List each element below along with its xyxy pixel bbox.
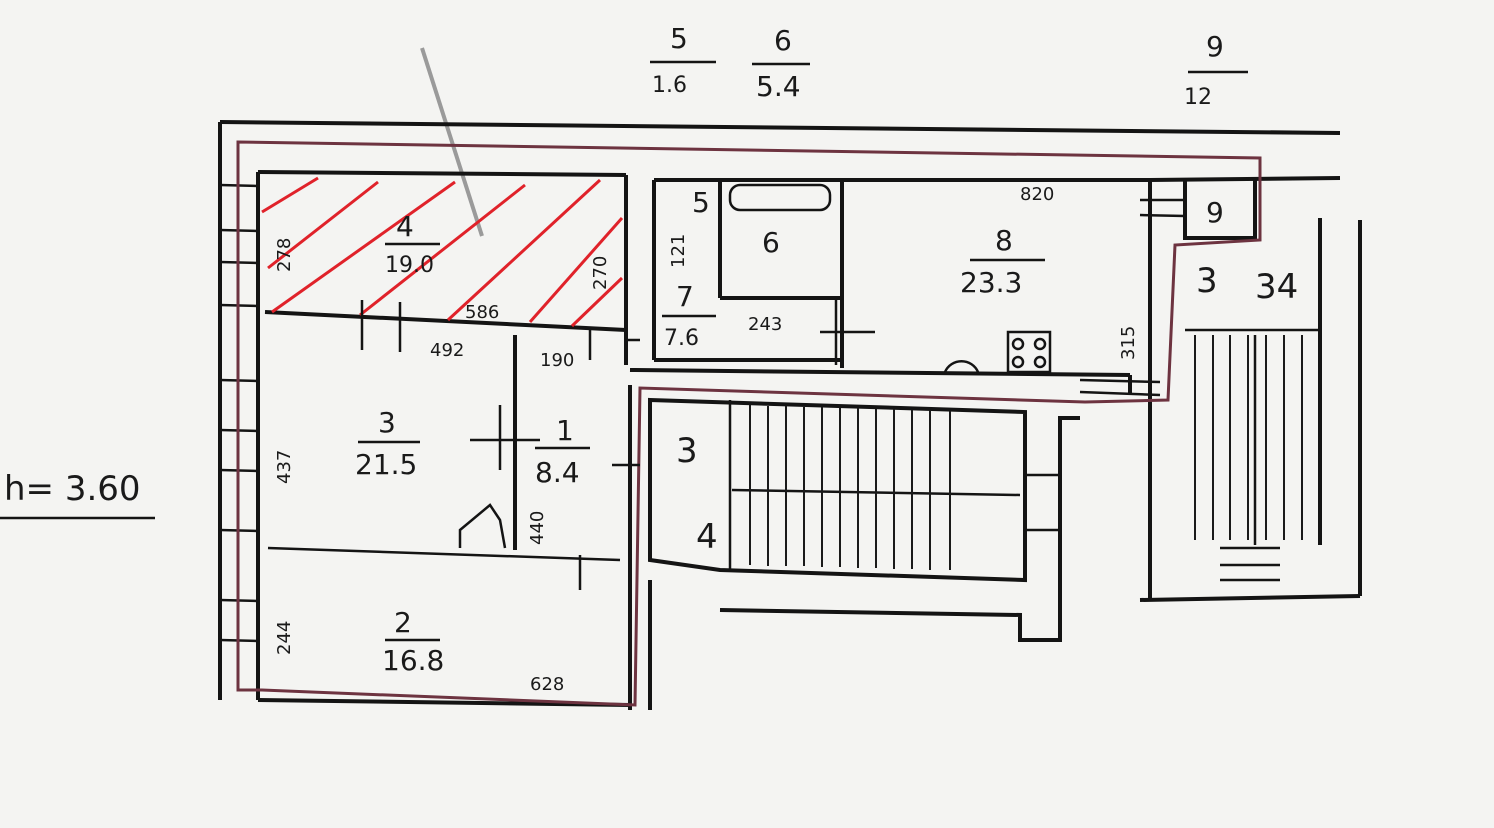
header-fractions — [650, 60, 1248, 74]
header-room-9-area: 12 — [1184, 85, 1212, 110]
room-4-area: 19.0 — [385, 253, 434, 278]
header-room-6-area: 5.4 — [756, 70, 801, 103]
dim-586: 586 — [465, 302, 499, 323]
dim-315: 315 — [1118, 326, 1139, 360]
dim-121: 121 — [668, 234, 689, 268]
stair-label-center-4: 4 — [696, 517, 718, 557]
room-2-area: 16.8 — [382, 644, 444, 677]
room-3-number: 3 — [378, 406, 396, 439]
dim-628: 628 — [530, 674, 564, 695]
stair-label-right-3: 3 — [1196, 261, 1218, 301]
room-4-number: 4 — [396, 210, 414, 243]
fixtures — [458, 183, 1052, 549]
header-room-9-number: 9 — [1206, 30, 1224, 63]
room-7-area: 7.6 — [664, 326, 699, 351]
room-3-area: 21.5 — [355, 448, 417, 481]
dim-820: 820 — [1020, 184, 1054, 205]
stair-label-center-3: 3 — [676, 431, 698, 471]
stove — [1006, 330, 1052, 374]
room-5-number: 5 — [692, 186, 710, 219]
room-1-number: 1 — [556, 414, 574, 447]
pencil-mark — [420, 47, 484, 237]
stairwell-right — [1185, 328, 1320, 582]
room-8-area: 23.3 — [960, 266, 1022, 299]
room-7-number: 7 — [676, 280, 694, 313]
hatched-room-4 — [261, 176, 624, 328]
dim-437: 437 — [274, 450, 295, 484]
dim-243: 243 — [748, 314, 782, 335]
stairwell-center — [628, 385, 1080, 710]
dim-278: 278 — [274, 238, 295, 272]
room-9-number: 9 — [1206, 196, 1224, 229]
dimension-ticks — [360, 300, 875, 590]
dim-270: 270 — [590, 256, 611, 290]
room-1-area: 8.4 — [535, 456, 580, 489]
interior-walls — [264, 178, 1257, 562]
bathtub — [728, 183, 832, 212]
room-8-number: 8 — [995, 224, 1013, 257]
dim-440: 440 — [527, 511, 548, 545]
header-room-6-number: 6 — [774, 24, 792, 57]
dim-244: 244 — [274, 621, 295, 655]
outer-walls — [218, 120, 1362, 707]
ceiling-height-label: h= 3.60 — [4, 469, 141, 509]
stair-label-right-34: 34 — [1255, 267, 1298, 307]
apartment-boundary — [236, 140, 1262, 707]
dim-492: 492 — [430, 340, 464, 361]
room-6-number: 6 — [762, 226, 780, 259]
header-room-5-area: 1.6 — [652, 73, 687, 98]
dim-190: 190 — [540, 350, 574, 371]
header-room-5-number: 5 — [670, 22, 688, 55]
room-2-number: 2 — [394, 606, 412, 639]
